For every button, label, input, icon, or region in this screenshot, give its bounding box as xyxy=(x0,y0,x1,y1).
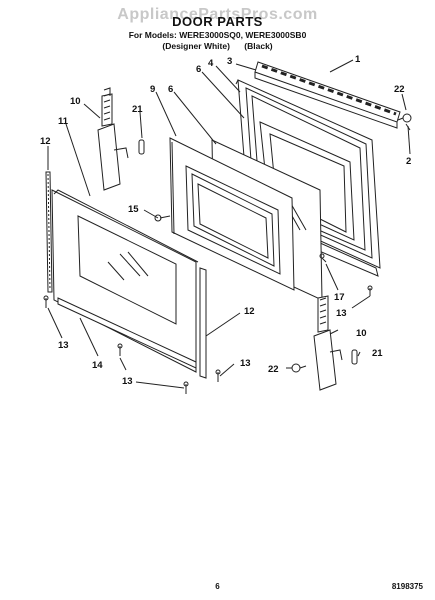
callout-13-right: 13 xyxy=(336,308,347,319)
part-screw-bottom-right xyxy=(291,363,307,373)
part-hinge-right xyxy=(313,295,343,391)
callout-21-right: 21 xyxy=(372,348,383,359)
page-number: 6 xyxy=(215,582,220,591)
callout-9: 9 xyxy=(150,84,155,95)
part-outer-door-panel xyxy=(51,189,199,373)
callout-22-top: 22 xyxy=(394,84,405,95)
callout-1: 1 xyxy=(355,54,361,65)
callout-15: 15 xyxy=(128,204,139,215)
watermark: AppliancePartsPros.com xyxy=(117,6,318,23)
part-side-trim-left xyxy=(45,171,53,293)
document-number: 8198375 xyxy=(391,582,423,591)
callout-10-left: 10 xyxy=(70,96,81,107)
callout-22-bottom: 22 xyxy=(268,364,279,375)
part-pin-right xyxy=(351,349,358,365)
callout-13-mid: 13 xyxy=(240,358,251,369)
callout-11: 11 xyxy=(58,116,69,127)
callout-14: 14 xyxy=(92,360,103,371)
part-bottom-trim xyxy=(57,297,197,369)
callout-4: 4 xyxy=(208,58,214,69)
callout-17: 17 xyxy=(334,292,345,303)
color-line: (Designer White) (Black) xyxy=(0,41,435,51)
color-right: (Black) xyxy=(244,41,273,51)
callout-2: 2 xyxy=(406,156,411,167)
callout-3: 3 xyxy=(227,56,232,67)
callout-10-right: 10 xyxy=(356,328,367,339)
callout-12-left: 12 xyxy=(40,136,51,147)
part-door-frame xyxy=(169,137,295,291)
color-left: (Designer White) xyxy=(162,41,230,51)
callout-21-left: 21 xyxy=(132,104,143,115)
models-line: For Models: WERE3000SQ0, WERE3000SB0 xyxy=(128,30,307,40)
page-title: DOOR PARTS xyxy=(172,14,263,29)
part-vent-trim xyxy=(254,61,401,129)
callout-13-bottom: 13 xyxy=(122,376,133,387)
callout-6-mid: 6 xyxy=(168,84,173,95)
callout-13-left: 13 xyxy=(58,340,69,351)
leader-lines xyxy=(47,59,411,389)
callout-12-right: 12 xyxy=(244,306,255,317)
callout-6-top: 6 xyxy=(196,64,201,75)
part-pin-left xyxy=(138,139,145,155)
part-screw-top-right xyxy=(397,113,412,123)
part-hinge-left xyxy=(97,87,129,191)
part-side-trim-right xyxy=(199,267,207,379)
